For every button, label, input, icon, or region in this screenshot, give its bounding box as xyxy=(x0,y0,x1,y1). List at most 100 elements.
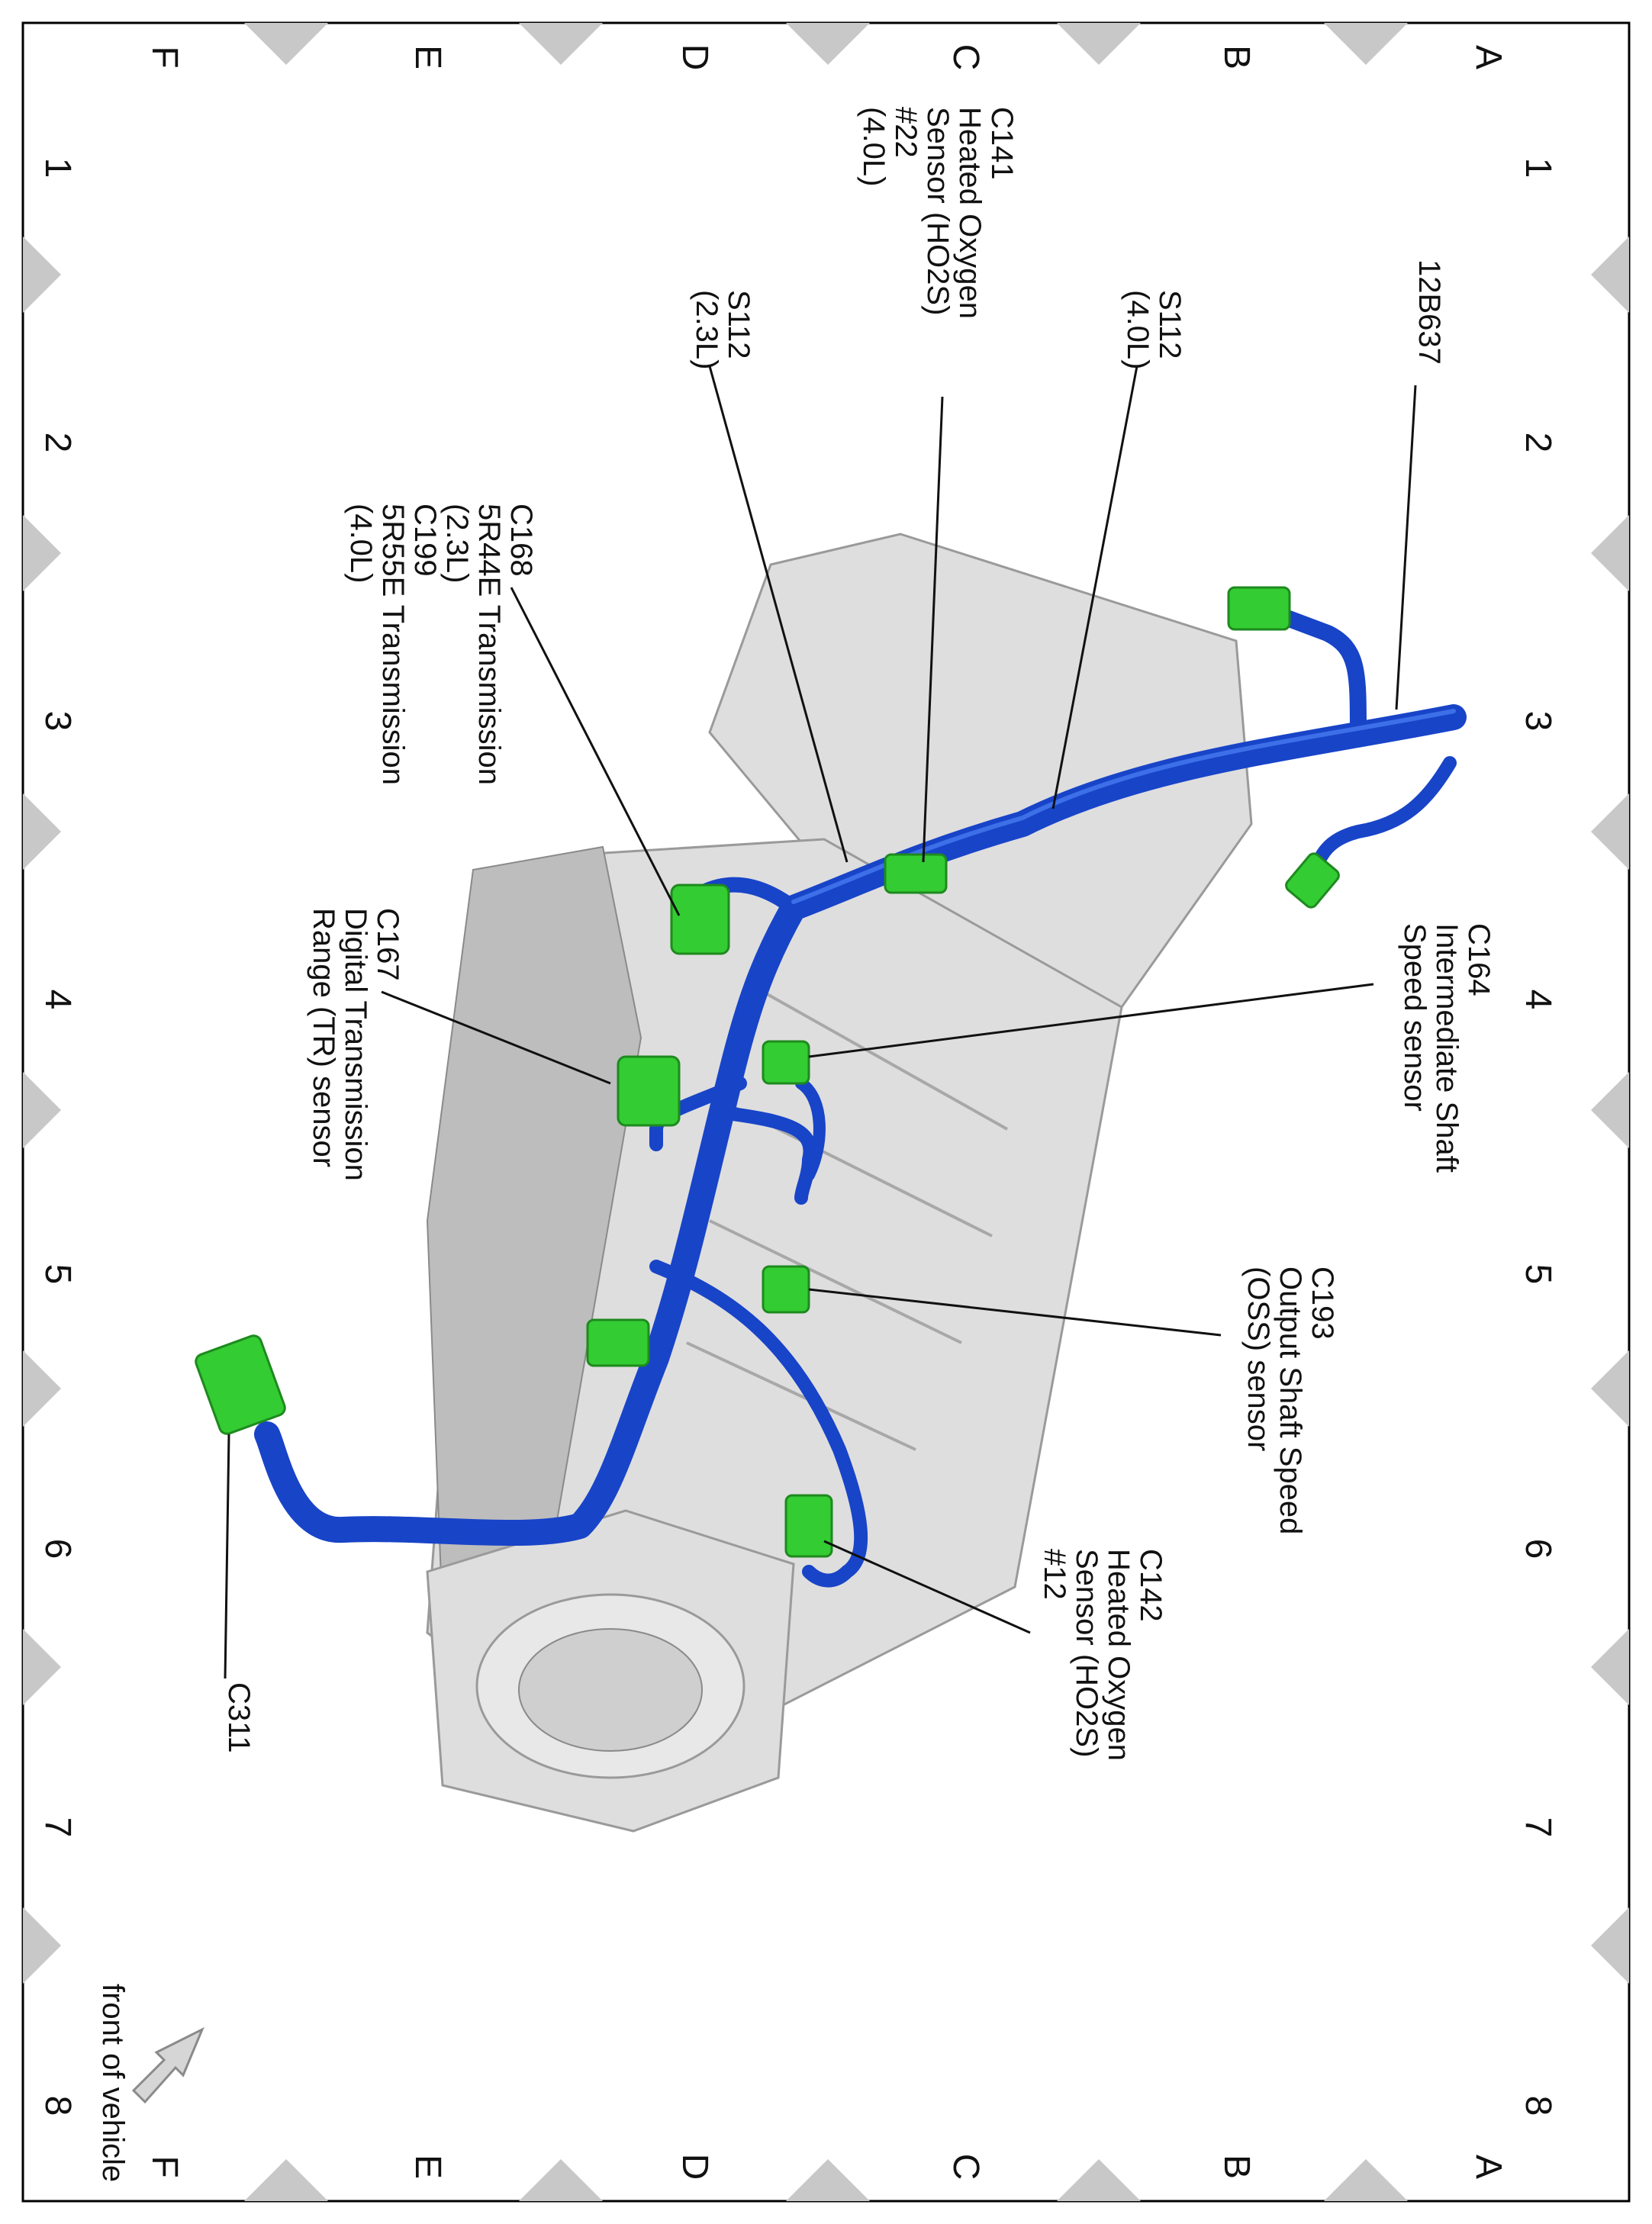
right-marker-6 xyxy=(1591,1907,1629,1984)
row-label-top-E: E xyxy=(407,45,448,69)
right-marker-5 xyxy=(1591,1629,1629,1705)
col-label-right-6: 6 xyxy=(1518,1539,1558,1559)
callout-line: #22 xyxy=(889,107,923,158)
row-label-top-C: C xyxy=(945,44,986,71)
connector-c311 xyxy=(195,1334,286,1435)
row-label-bottom-A: A xyxy=(1468,2155,1509,2179)
col-label-right-7: 7 xyxy=(1518,1817,1558,1838)
callout-line: (OSS) sensor xyxy=(1241,1266,1275,1451)
callout-line: 12B637 xyxy=(1412,259,1446,365)
callout-line: C164 xyxy=(1462,923,1496,996)
left-marker-6 xyxy=(23,1907,61,1984)
leader-c193 xyxy=(808,1288,1222,1337)
callout-line: (4.0L) xyxy=(857,107,890,187)
leader-s112-40 xyxy=(1051,365,1138,809)
bottom-marker-2 xyxy=(786,2159,870,2201)
top-marker-2 xyxy=(786,23,870,65)
col-label-left-3: 3 xyxy=(37,711,78,732)
top-marker-1 xyxy=(519,23,603,65)
callout-line: (2.3L) xyxy=(690,290,723,370)
top-marker-3 xyxy=(1057,23,1141,65)
callout-line: Digital Transmission xyxy=(339,908,372,1181)
harness-branch-12b637 xyxy=(1258,602,1367,741)
callout-line: C311 xyxy=(222,1682,256,1753)
leader-12b637 xyxy=(1395,385,1417,710)
col-label-left-1: 1 xyxy=(37,158,78,179)
callout-line: C168 xyxy=(504,504,538,577)
connector-c141 xyxy=(884,853,948,894)
front-of-vehicle-indicator: front of vehicle xyxy=(96,1984,204,2182)
harness-branch-c142 xyxy=(649,1260,868,1588)
col-label-right-5: 5 xyxy=(1518,1264,1558,1285)
callout-line: Intermediate Shaft xyxy=(1430,923,1464,1173)
callout-line: Sensor (HO2S) xyxy=(921,107,955,315)
connector-12b637 xyxy=(1227,586,1291,631)
bottom-marker-0 xyxy=(244,2159,328,2201)
row-label-bottom-E: E xyxy=(407,2155,448,2179)
callout-line: 5R44E Transmission xyxy=(472,504,506,785)
right-marker-4 xyxy=(1591,1350,1629,1427)
callout-line: (4.0L) xyxy=(344,504,378,584)
left-marker-4 xyxy=(23,1350,61,1427)
harness-branch-upper xyxy=(1306,756,1457,884)
arrow-icon xyxy=(131,2026,204,2104)
connector-c168 xyxy=(670,883,730,955)
front-of-vehicle-label: front of vehicle xyxy=(96,1984,130,2182)
leader-c142 xyxy=(823,1540,1031,1634)
callout-line: Speed sensor xyxy=(1398,923,1431,1112)
connectors xyxy=(195,586,1340,1558)
callout-s112-23: S112(2.3L) xyxy=(690,290,755,370)
callout-line: Heated Oxygen xyxy=(953,107,987,319)
leader-c168 xyxy=(510,587,681,916)
bottom-marker-3 xyxy=(1057,2159,1141,2201)
leader-c311 xyxy=(224,1434,230,1679)
row-label-bottom-C: C xyxy=(945,2154,986,2181)
top-marker-4 xyxy=(1324,23,1408,65)
connector-unlabeled xyxy=(586,1318,650,1367)
right-marker-3 xyxy=(1591,1072,1629,1148)
callout-line: (2.3L) xyxy=(440,504,474,584)
callout-line: C193 xyxy=(1306,1266,1339,1340)
connector-c142 xyxy=(784,1494,833,1558)
connector-c167 xyxy=(617,1055,681,1127)
harness-branch-c164 xyxy=(795,1077,826,1181)
top-marker-0 xyxy=(244,23,328,65)
callout-line: C142 xyxy=(1134,1549,1167,1622)
col-label-left-6: 6 xyxy=(37,1539,78,1559)
callout-line: S112 xyxy=(1153,290,1187,359)
col-label-left-5: 5 xyxy=(37,1264,78,1285)
col-label-right-8: 8 xyxy=(1518,2096,1558,2116)
col-label-left-2: 2 xyxy=(37,433,78,453)
leader-lines xyxy=(224,365,1417,1679)
connector-c193 xyxy=(762,1265,810,1314)
right-marker-0 xyxy=(1591,237,1629,313)
bottom-marker-1 xyxy=(519,2159,603,2201)
col-label-left-4: 4 xyxy=(37,990,78,1010)
callout-line: Sensor (HO2S) xyxy=(1070,1549,1103,1757)
left-marker-5 xyxy=(23,1629,61,1705)
left-marker-0 xyxy=(23,237,61,313)
connector-upper-branch xyxy=(1285,852,1340,909)
connector-c164 xyxy=(762,1040,810,1085)
left-marker-1 xyxy=(23,515,61,591)
grid-markers xyxy=(23,23,1629,2201)
callout-line: #12 xyxy=(1038,1549,1071,1600)
callout-c311: C311 xyxy=(222,1682,256,1753)
left-marker-2 xyxy=(23,793,61,870)
row-label-top-F: F xyxy=(144,46,185,68)
row-label-bottom-D: D xyxy=(675,2154,715,2181)
callout-line: 5R55E Transmission xyxy=(376,504,410,785)
leader-s112-23 xyxy=(708,365,849,863)
harness-main-trunk xyxy=(254,704,1467,1547)
col-label-right-1: 1 xyxy=(1518,158,1558,179)
harness-branch-sensors xyxy=(726,1107,817,1205)
callout-line: C167 xyxy=(371,908,404,981)
callout-line: Output Shaft Speed xyxy=(1274,1266,1307,1534)
row-label-top-D: D xyxy=(675,44,715,71)
